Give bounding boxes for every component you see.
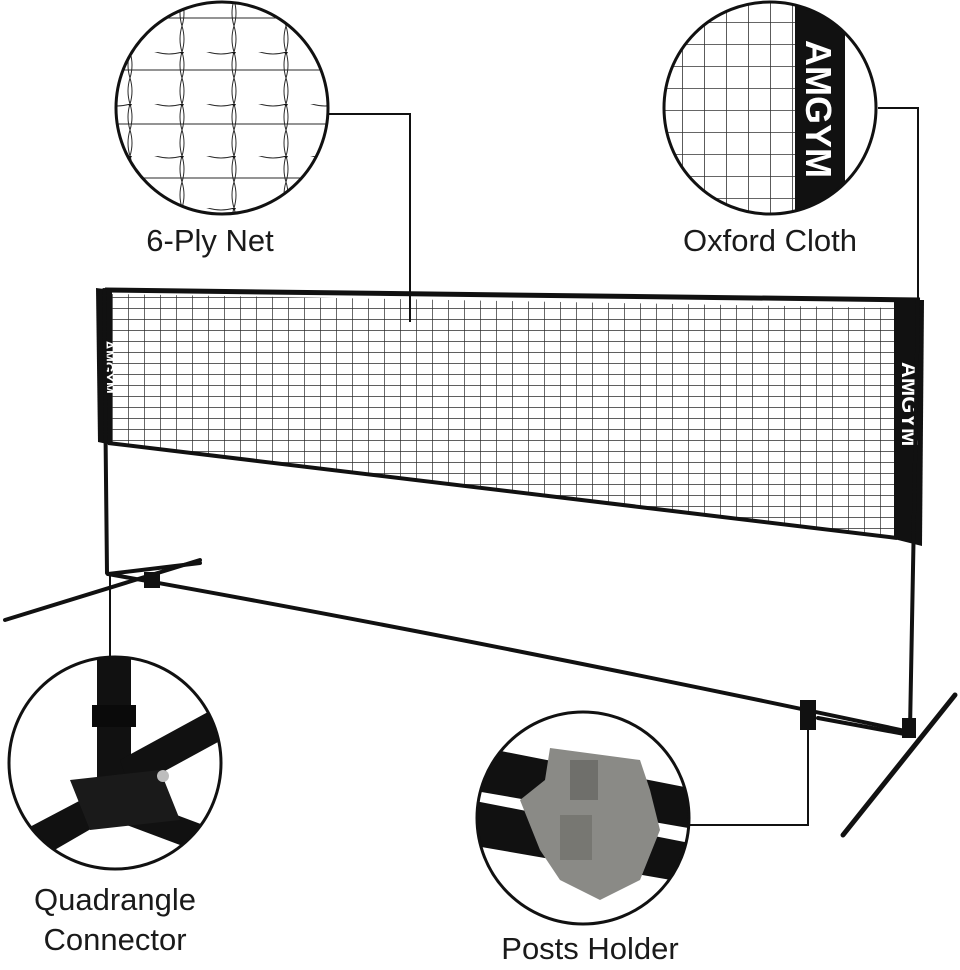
callout-label-net: 6-Ply Net <box>146 223 274 258</box>
net-bottom-cord <box>107 441 898 540</box>
net-assembly: AMGYM AMGYM <box>96 287 924 546</box>
callout-label-quadrangle-line2: Connector <box>43 922 187 957</box>
callout-label-quadrangle: Quadrangle Connector <box>0 880 230 960</box>
callout-quadrangle-zoom <box>7 655 223 871</box>
leader-lines <box>109 107 919 826</box>
left-posts-holder <box>144 572 160 588</box>
left-foot <box>3 558 202 622</box>
callout-label-posts: Posts Holder <box>501 931 679 966</box>
left-foot-short <box>106 561 202 576</box>
frame <box>3 288 958 838</box>
net-mesh <box>110 294 900 537</box>
callout-label-oxford: Oxford Cloth <box>682 223 857 258</box>
callout-label-quadrangle-line1: Quadrangle <box>33 882 196 917</box>
callout-posts-zoom <box>475 710 691 926</box>
right-pole <box>908 298 920 732</box>
base-crossbar <box>106 572 912 734</box>
right-foot-short <box>816 716 912 737</box>
right-connector <box>902 718 916 738</box>
callout-oxford-zoom: AMGYM <box>662 0 878 216</box>
right-foot <box>840 692 958 838</box>
right-posts-holder <box>800 700 816 730</box>
zoom-wordmark: AMGYM <box>798 40 839 178</box>
left-pole <box>102 288 109 575</box>
callout-net-zoom <box>114 0 330 216</box>
net-top-tape <box>104 287 921 303</box>
